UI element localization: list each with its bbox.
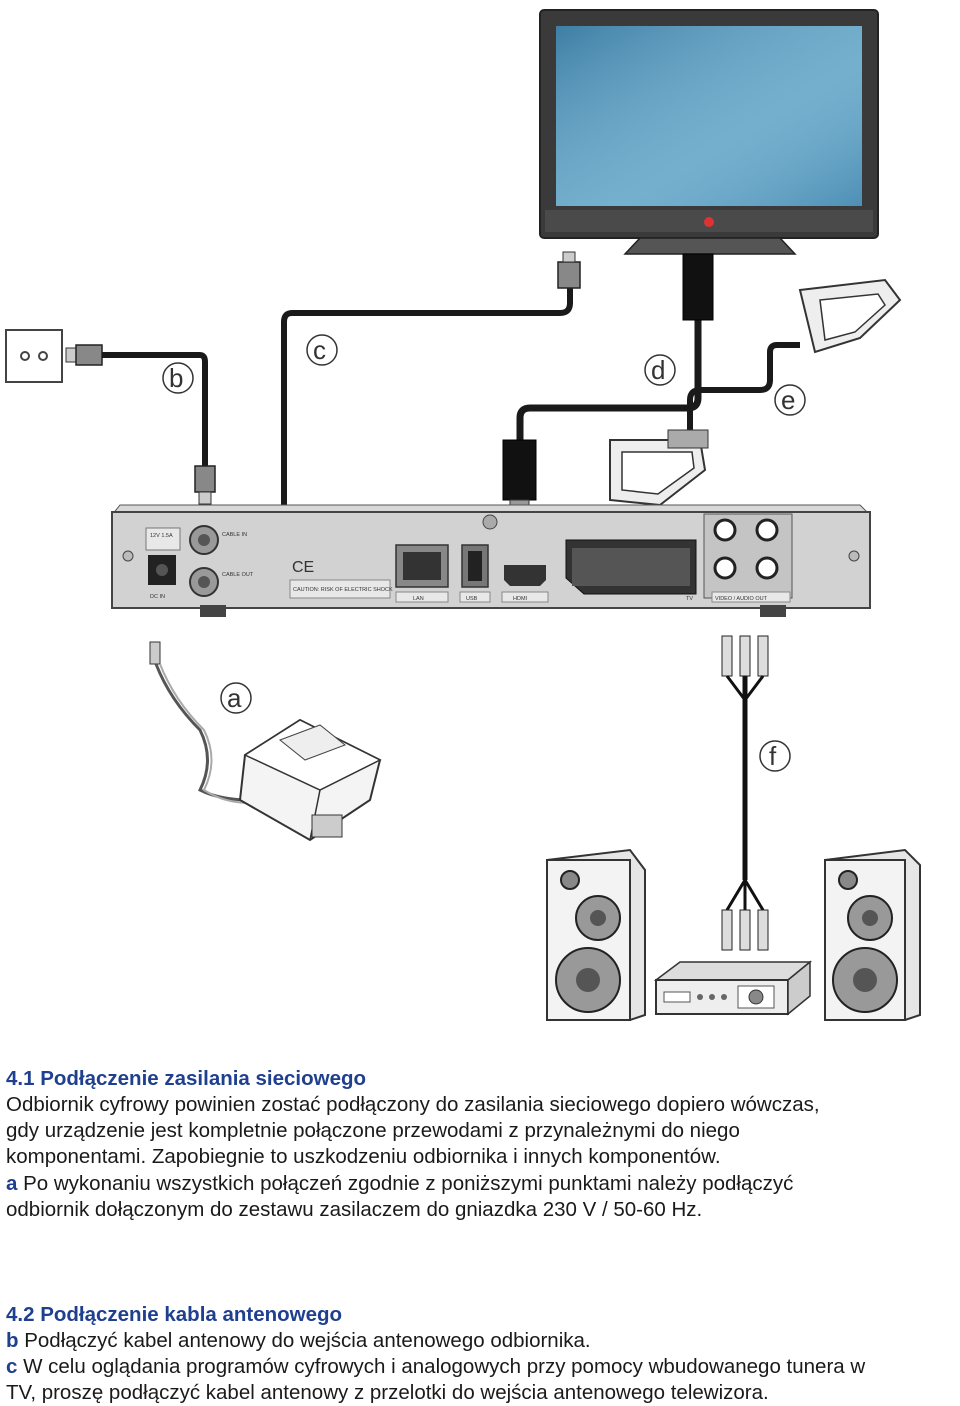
- video-audio-out-label: VIDEO / AUDIO OUT: [715, 596, 768, 602]
- item-a-line1: a Po wykonaniu wszystkich połączeń zgodn…: [6, 1171, 960, 1197]
- tv-port-label: TV: [686, 596, 693, 602]
- item-a-text: Po wykonaniu wszystkich połączeń zgodnie…: [17, 1172, 794, 1195]
- item-b-text: Podłączyć kabel antenowy do wejścia ante…: [18, 1329, 591, 1352]
- hdmi-cable-d: [502, 253, 714, 509]
- stereo-receiver-icon: [653, 960, 813, 1016]
- svg-text:b: b: [169, 363, 183, 393]
- label-c: c: [306, 334, 338, 366]
- wall-socket-icon: [5, 329, 63, 383]
- cable-out-label: CABLE OUT: [222, 572, 254, 578]
- warning-label: CAUTION: RISK OF ELECTRIC SHOCK: [293, 587, 393, 593]
- ce-mark: CE: [292, 559, 314, 576]
- item-a-line2: odbiornik dołączonym do zestawu zasilacz…: [6, 1198, 703, 1221]
- cable-in-label: CABLE IN: [222, 532, 247, 538]
- item-c-line1: c W celu oglądania programów cyfrowych i…: [6, 1354, 960, 1380]
- item-b-line: b Podłączyć kabel antenowy do wejścia an…: [6, 1328, 960, 1354]
- item-c-text: W celu oglądania programów cyfrowych i a…: [17, 1355, 866, 1378]
- item-a-letter: a: [6, 1172, 18, 1195]
- label-a: a: [220, 682, 252, 714]
- svg-text:a: a: [227, 683, 242, 713]
- section-41-heading: 4.1 Podłączenie zasilania sieciowego: [6, 1067, 367, 1090]
- section-41-body-line1: Odbiornik cyfrowy powinien zostać podłąc…: [6, 1093, 820, 1116]
- scart-cable-e: [609, 278, 902, 507]
- lan-label: LAN: [413, 596, 424, 602]
- right-speaker-icon: [824, 848, 921, 1021]
- label-d: d: [644, 354, 676, 386]
- label-b: b: [162, 362, 194, 394]
- usb-label: USB: [466, 596, 478, 602]
- antenna-cable-b: [65, 344, 216, 505]
- power-adapter-icon: [149, 641, 382, 842]
- dc-in-label: DC IN: [150, 594, 165, 600]
- section-41-body-line2: gdy urządzenie jest kompletnie połączone…: [6, 1119, 740, 1142]
- item-b-letter: b: [6, 1329, 19, 1352]
- hdmi-label: HDMI: [513, 596, 528, 602]
- left-speaker-icon: [546, 848, 646, 1021]
- label-f: f: [759, 740, 791, 772]
- receiver-back-panel: 12V 1.5A DC IN CABLE IN CABLE OUT CE CAU…: [110, 504, 872, 617]
- dc-spec-label: 12V 1.5A: [150, 533, 173, 539]
- svg-text:f: f: [769, 741, 777, 771]
- svg-text:d: d: [651, 355, 665, 385]
- item-c-line2: TV, proszę podłączyć kabel antenowy z pr…: [6, 1381, 769, 1404]
- svg-text:c: c: [313, 335, 326, 365]
- item-c-letter: c: [6, 1355, 18, 1378]
- svg-text:e: e: [781, 385, 795, 415]
- label-e: e: [774, 384, 806, 416]
- section-42-heading: 4.2 Podłączenie kabla antenowego: [6, 1303, 343, 1326]
- rca-cable-f: [721, 635, 769, 951]
- connection-diagram: 12V 1.5A DC IN CABLE IN CABLE OUT CE CAU…: [5, 9, 921, 1021]
- tv-icon: [539, 9, 879, 255]
- section-41-body-line3: komponentami. Zapobiegnie to uszkodzeniu…: [6, 1145, 721, 1168]
